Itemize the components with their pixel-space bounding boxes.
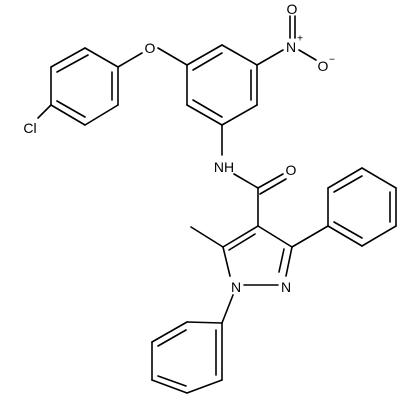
nitro-oxygen-top-label: O — [287, 1, 298, 17]
methyl-bond — [190, 226, 224, 248]
ether-oxygen-label: O — [145, 40, 156, 56]
pyrazole-ring — [222, 225, 293, 286]
chlorophenyl-ring — [50, 47, 119, 126]
phenyl-ring-right — [327, 167, 397, 247]
pyrazole-n2-label: N — [281, 279, 291, 295]
pyrazole-n1-label: N — [231, 279, 241, 295]
nitro-nitrogen-charge: + — [297, 34, 303, 45]
nitro-oxygen-right-charge: − — [329, 55, 335, 66]
phenyl-ring-bottom — [151, 321, 223, 394]
amide-nh-label: NH — [214, 159, 234, 175]
ether-bond-left — [117, 52, 143, 68]
c-cl-bond — [37, 104, 52, 119]
n1-phenyl-bond — [221, 294, 234, 324]
chlorine-label: Cl — [23, 120, 36, 136]
amide-oxygen-label: O — [286, 162, 297, 178]
nitro-oxygen-right-label: O — [318, 58, 329, 74]
nitro-nitrogen-label: N — [286, 39, 296, 55]
nitro-single-bond — [298, 49, 317, 61]
carbonyl-double-b — [259, 178, 287, 195]
atom-labels: O Cl N + O O − NH O N N — [23, 1, 335, 295]
c3-phenyl-bond — [291, 225, 329, 248]
c-nitro-bond — [256, 49, 284, 66]
carbonyl-double-a — [257, 173, 284, 189]
nitrophenyl-ring — [186, 44, 258, 126]
n-carbonyl-bond — [233, 173, 259, 189]
ether-bond-right — [157, 47, 188, 66]
